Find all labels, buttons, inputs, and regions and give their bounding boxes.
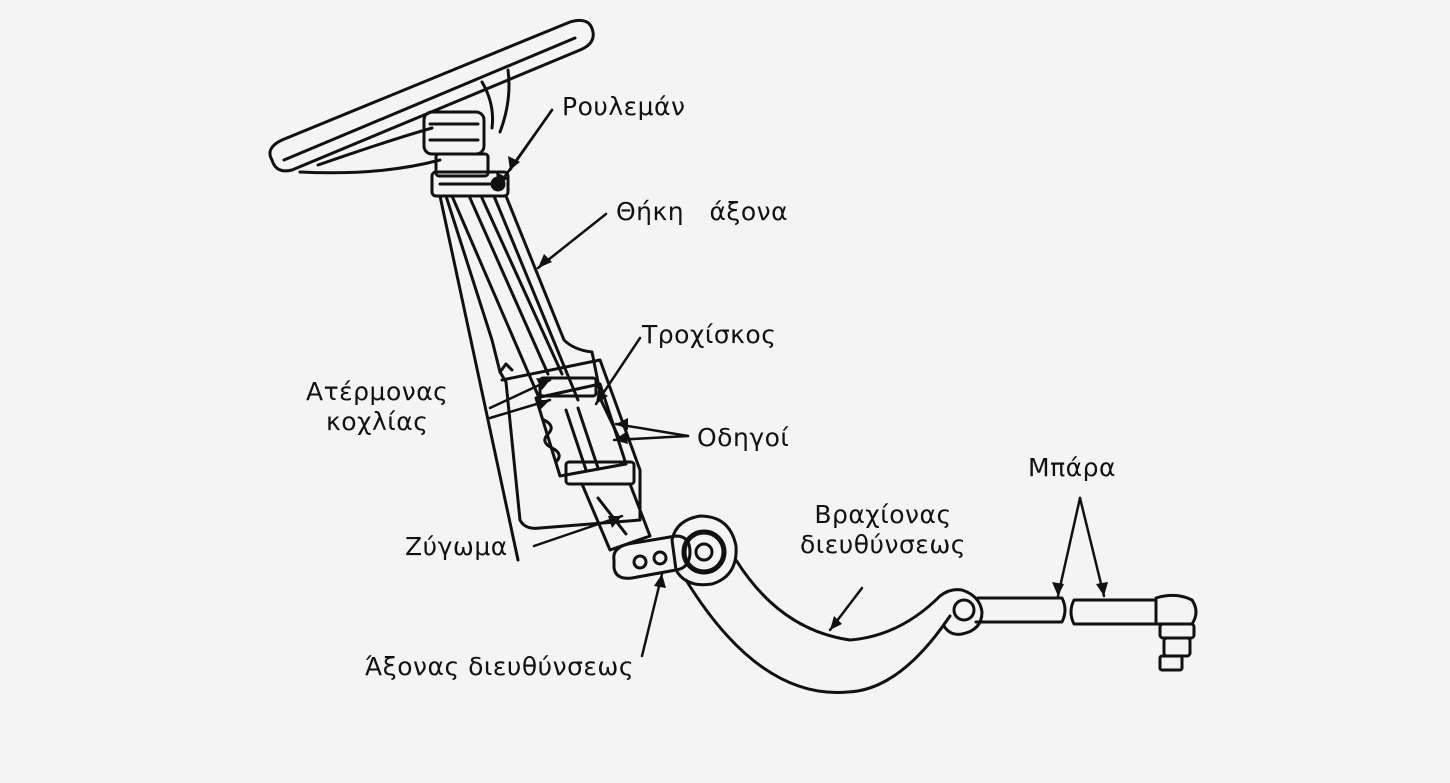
label-yoke: Ζύγωμα <box>405 532 508 561</box>
ball-joint <box>1154 593 1198 672</box>
steering-wheel <box>268 18 595 175</box>
link-plate <box>612 534 692 580</box>
arrow-heads <box>496 156 1108 630</box>
pivot <box>670 514 738 587</box>
steering-arm <box>684 558 984 694</box>
inner-shaft <box>468 196 564 376</box>
hub-nut <box>422 110 490 178</box>
gearbox <box>500 358 642 530</box>
label-worm-line2: κοχλίας <box>325 407 429 436</box>
leader-lines <box>488 108 1106 658</box>
label-guides: Οδηγοί <box>697 423 790 452</box>
label-arm-line1: Βραχίονας <box>814 500 952 529</box>
label-shaft-housing: Θήκη άξονα <box>616 197 789 226</box>
label-steering-shaft: Άξονας διευθύνσεως <box>365 652 635 681</box>
label-worm-line1: Ατέρμονας <box>306 377 449 406</box>
label-bar: Μπάρα <box>1028 453 1116 482</box>
label-arm-line2: διευθύνσεως <box>800 530 966 559</box>
shaft-housing <box>438 194 602 562</box>
tie-rod <box>974 596 1158 626</box>
label-bearing: Ρουλεμάν <box>562 92 686 121</box>
label-roller: Τροχίσκος <box>642 320 777 349</box>
label-steering-arm: Βραχίονας διευθύνσεως <box>800 500 966 560</box>
label-worm-gear: Ατέρμονας κοχλίας <box>306 377 448 437</box>
